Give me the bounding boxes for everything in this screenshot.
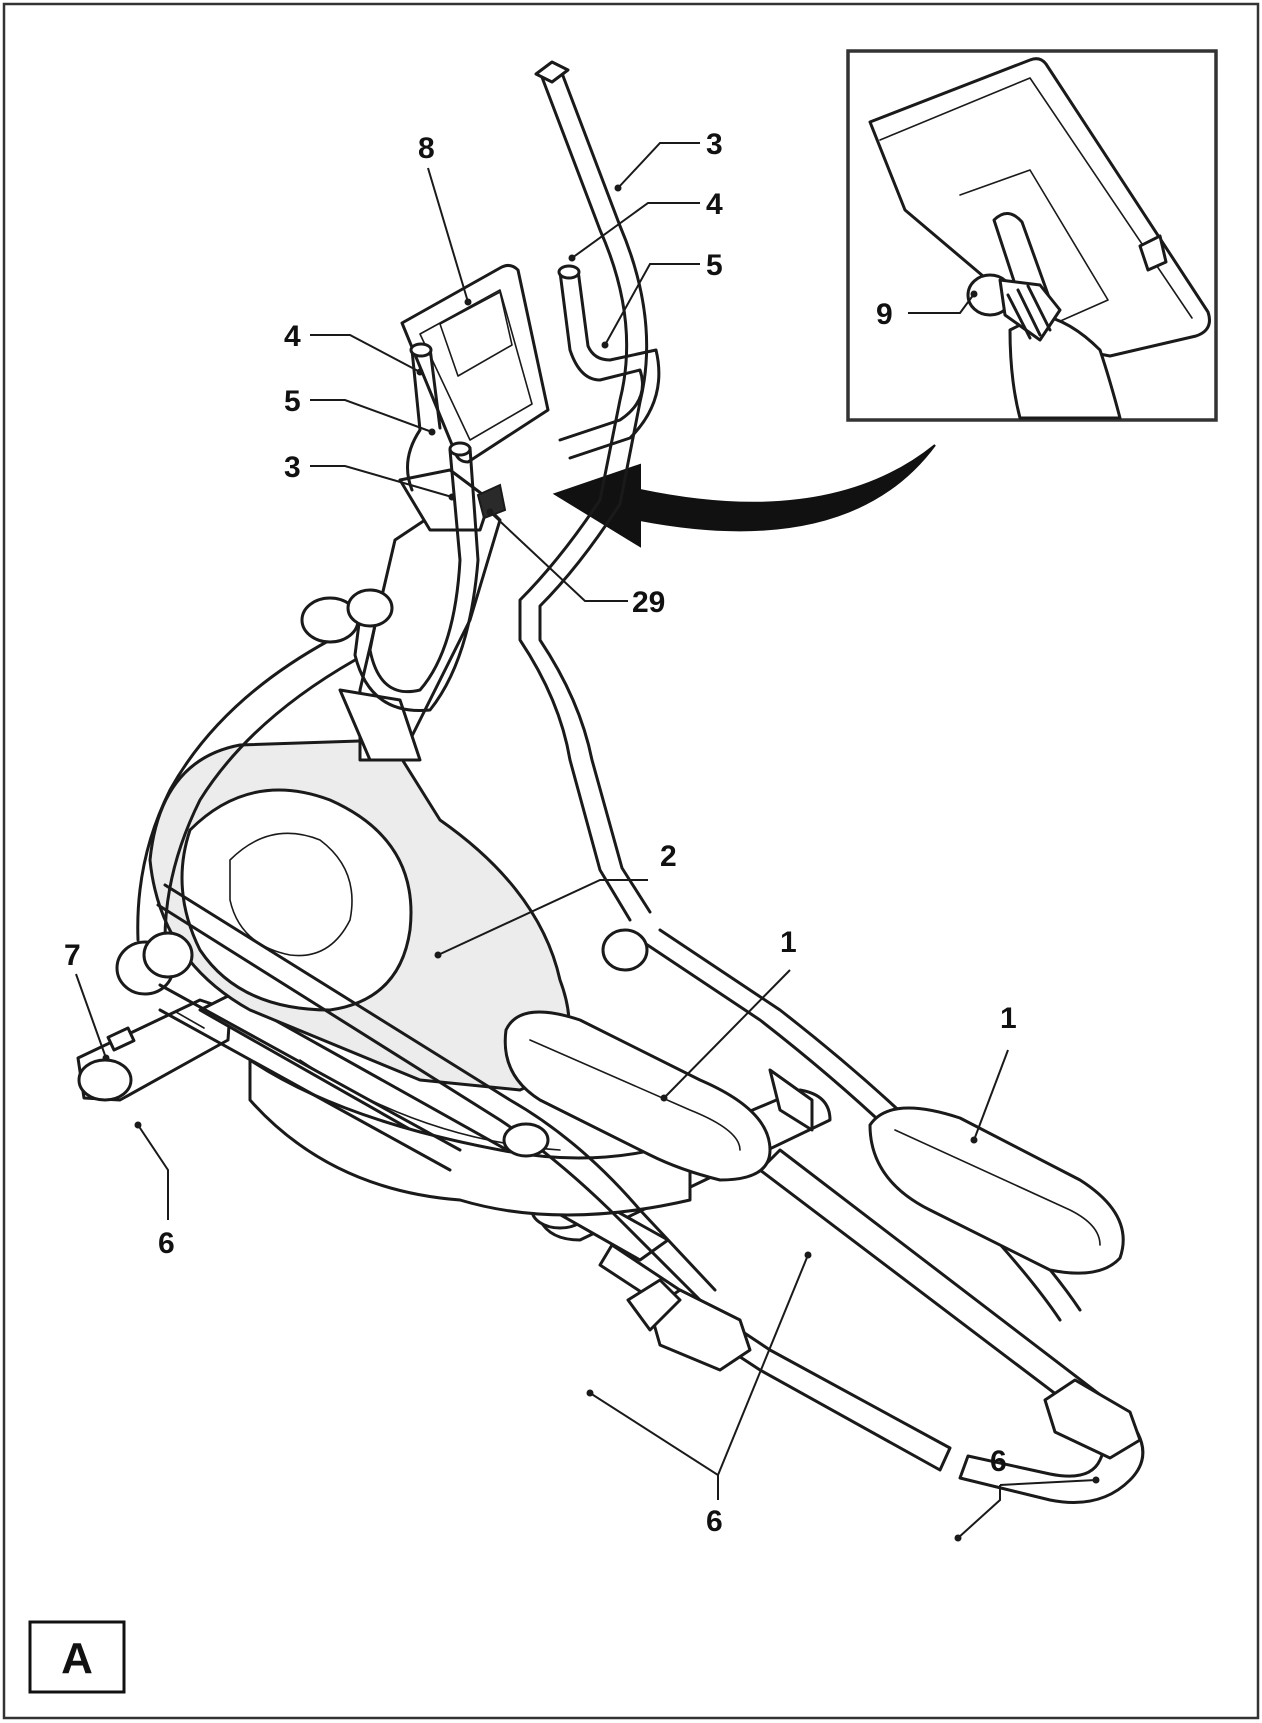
- elliptical-trainer-illustration: [76, 60, 1145, 1504]
- callout-leaders: [75, 142, 1100, 1542]
- callout-4-right: 4: [706, 188, 723, 221]
- callout-2: 2: [660, 840, 677, 873]
- callout-3-right: 3: [706, 128, 723, 161]
- inset-console-illustration: [868, 57, 1211, 420]
- callout-3-left: 3: [284, 451, 301, 484]
- callout-6-center: 6: [706, 1505, 723, 1538]
- callout-1-left: 1: [780, 926, 797, 959]
- callout-7: 7: [64, 939, 81, 972]
- callout-9: 9: [876, 298, 893, 331]
- callout-5-left: 5: [284, 385, 301, 418]
- curved-arrow-icon: [552, 444, 936, 548]
- callout-6-front: 6: [158, 1227, 175, 1260]
- callout-29: 29: [632, 586, 665, 619]
- callout-6-right: 6: [990, 1445, 1007, 1478]
- callout-1-right: 1: [1000, 1002, 1017, 1035]
- inset-detail: [846, 49, 1218, 422]
- figure-label: A: [61, 1634, 93, 1683]
- callout-labels: 8 3 4 5 4 5 3 29 9 2 1 1 7 6 6 6: [64, 128, 1017, 1538]
- callout-4-left: 4: [284, 320, 301, 353]
- callout-5-right: 5: [706, 249, 723, 282]
- figure-label-box: A: [28, 1620, 126, 1694]
- callout-8: 8: [418, 132, 435, 165]
